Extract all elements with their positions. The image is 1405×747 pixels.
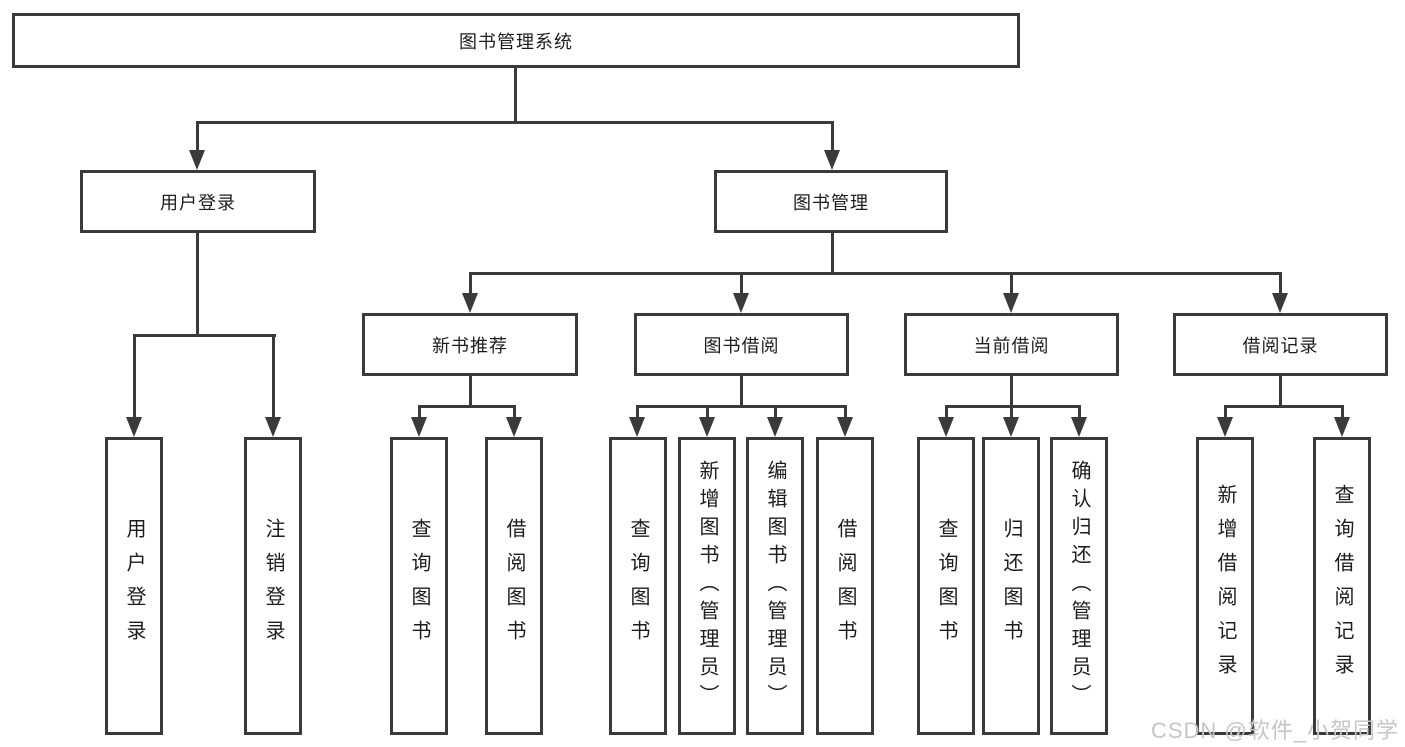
- connector-line: [513, 405, 516, 419]
- leaf-label: 查询图书: [935, 518, 957, 654]
- node-leaf-add-borrow-record: 新增借阅记录: [1196, 437, 1254, 735]
- connector-line: [740, 376, 743, 407]
- connector-line: [636, 405, 847, 408]
- node-library-management-system: 图书管理系统: [12, 13, 1020, 68]
- connector-line: [844, 405, 847, 419]
- connector-line: [1279, 376, 1282, 407]
- leaf-label: 借阅图书: [834, 518, 856, 654]
- arrowhead-down-icon: [265, 417, 281, 437]
- connector-line: [418, 405, 421, 419]
- arrowhead-down-icon: [767, 417, 783, 437]
- csdn-watermark: CSDN @软件_小贺同学: [1150, 718, 1399, 743]
- connector-line: [1010, 405, 1013, 419]
- connector-line: [945, 405, 1081, 408]
- connector-line: [272, 334, 275, 419]
- node-book-borrowing: 图书借阅: [634, 313, 849, 376]
- connector-line: [636, 405, 639, 419]
- leaf-label: 查询图书: [627, 518, 649, 654]
- arrowhead-down-icon: [733, 293, 749, 313]
- node-new-book-recommendation: 新书推荐: [362, 313, 578, 376]
- arrowhead-down-icon: [699, 417, 715, 437]
- leaf-label: 新增借阅记录: [1214, 484, 1236, 688]
- node-leaf-return-books: 归还图书: [982, 437, 1040, 735]
- arrowhead-down-icon: [411, 417, 427, 437]
- connector-line: [469, 272, 1282, 275]
- connector-line: [831, 121, 834, 152]
- connector-line: [418, 405, 516, 408]
- node-current-borrowing: 当前借阅: [904, 313, 1119, 376]
- leaf-label: 查询图书: [408, 518, 430, 654]
- connector-line: [774, 405, 777, 419]
- leaf-label: 借阅图书: [503, 518, 525, 654]
- node-leaf-rec-borrow-books: 借阅图书: [485, 437, 543, 735]
- node-leaf-user-login: 用户登录: [105, 437, 163, 735]
- connector-line: [1341, 405, 1344, 419]
- node-leaf-borrow-query-books: 查询图书: [609, 437, 667, 735]
- connector-line: [196, 121, 834, 124]
- connector-line: [133, 334, 136, 419]
- connector-line: [514, 68, 517, 124]
- connector-line: [831, 233, 834, 274]
- connector-line: [196, 121, 199, 152]
- arrowhead-down-icon: [1071, 417, 1087, 437]
- arrowhead-down-icon: [126, 417, 142, 437]
- arrowhead-down-icon: [824, 150, 840, 170]
- arrowhead-down-icon: [506, 417, 522, 437]
- node-leaf-confirm-return-admin: 确认归还（管理员）: [1050, 437, 1108, 735]
- leaf-label: 编辑图书（管理员）: [764, 460, 786, 712]
- connector-line: [1224, 405, 1344, 408]
- connector-line: [706, 405, 709, 419]
- connector-line: [945, 405, 948, 419]
- connector-line: [1010, 272, 1013, 295]
- leaf-label: 归还图书: [1000, 518, 1022, 654]
- node-book-management: 图书管理: [714, 170, 948, 233]
- connector-line: [1010, 376, 1013, 407]
- leaf-label: 确认归还（管理员）: [1068, 460, 1090, 712]
- arrowhead-down-icon: [1003, 417, 1019, 437]
- arrowhead-down-icon: [1334, 417, 1350, 437]
- connector-line: [133, 334, 276, 337]
- node-leaf-borrow-books: 借阅图书: [816, 437, 874, 735]
- connector-line: [469, 376, 472, 407]
- node-leaf-current-query-books: 查询图书: [917, 437, 975, 735]
- node-leaf-edit-books-admin: 编辑图书（管理员）: [746, 437, 804, 735]
- connector-line: [469, 272, 472, 295]
- arrowhead-down-icon: [629, 417, 645, 437]
- arrowhead-down-icon: [1272, 293, 1288, 313]
- connector-line: [1078, 405, 1081, 419]
- arrowhead-down-icon: [1217, 417, 1233, 437]
- arrowhead-down-icon: [462, 293, 478, 313]
- connector-line: [740, 272, 743, 295]
- leaf-label: 新增图书（管理员）: [696, 460, 718, 712]
- node-leaf-rec-query-books: 查询图书: [390, 437, 448, 735]
- arrowhead-down-icon: [1003, 293, 1019, 313]
- node-leaf-add-books-admin: 新增图书（管理员）: [678, 437, 736, 735]
- connector-line: [1279, 272, 1282, 295]
- leaf-label: 查询借阅记录: [1331, 484, 1353, 688]
- node-leaf-logout: 注销登录: [244, 437, 302, 735]
- arrowhead-down-icon: [938, 417, 954, 437]
- leaf-label: 注销登录: [262, 518, 284, 654]
- node-user-login: 用户登录: [80, 170, 316, 233]
- arrowhead-down-icon: [189, 150, 205, 170]
- leaf-label: 用户登录: [123, 518, 145, 654]
- node-borrowing-records: 借阅记录: [1173, 313, 1388, 376]
- connector-line: [1224, 405, 1227, 419]
- connector-line: [196, 233, 199, 337]
- arrowhead-down-icon: [837, 417, 853, 437]
- node-leaf-query-borrow-record: 查询借阅记录: [1313, 437, 1371, 735]
